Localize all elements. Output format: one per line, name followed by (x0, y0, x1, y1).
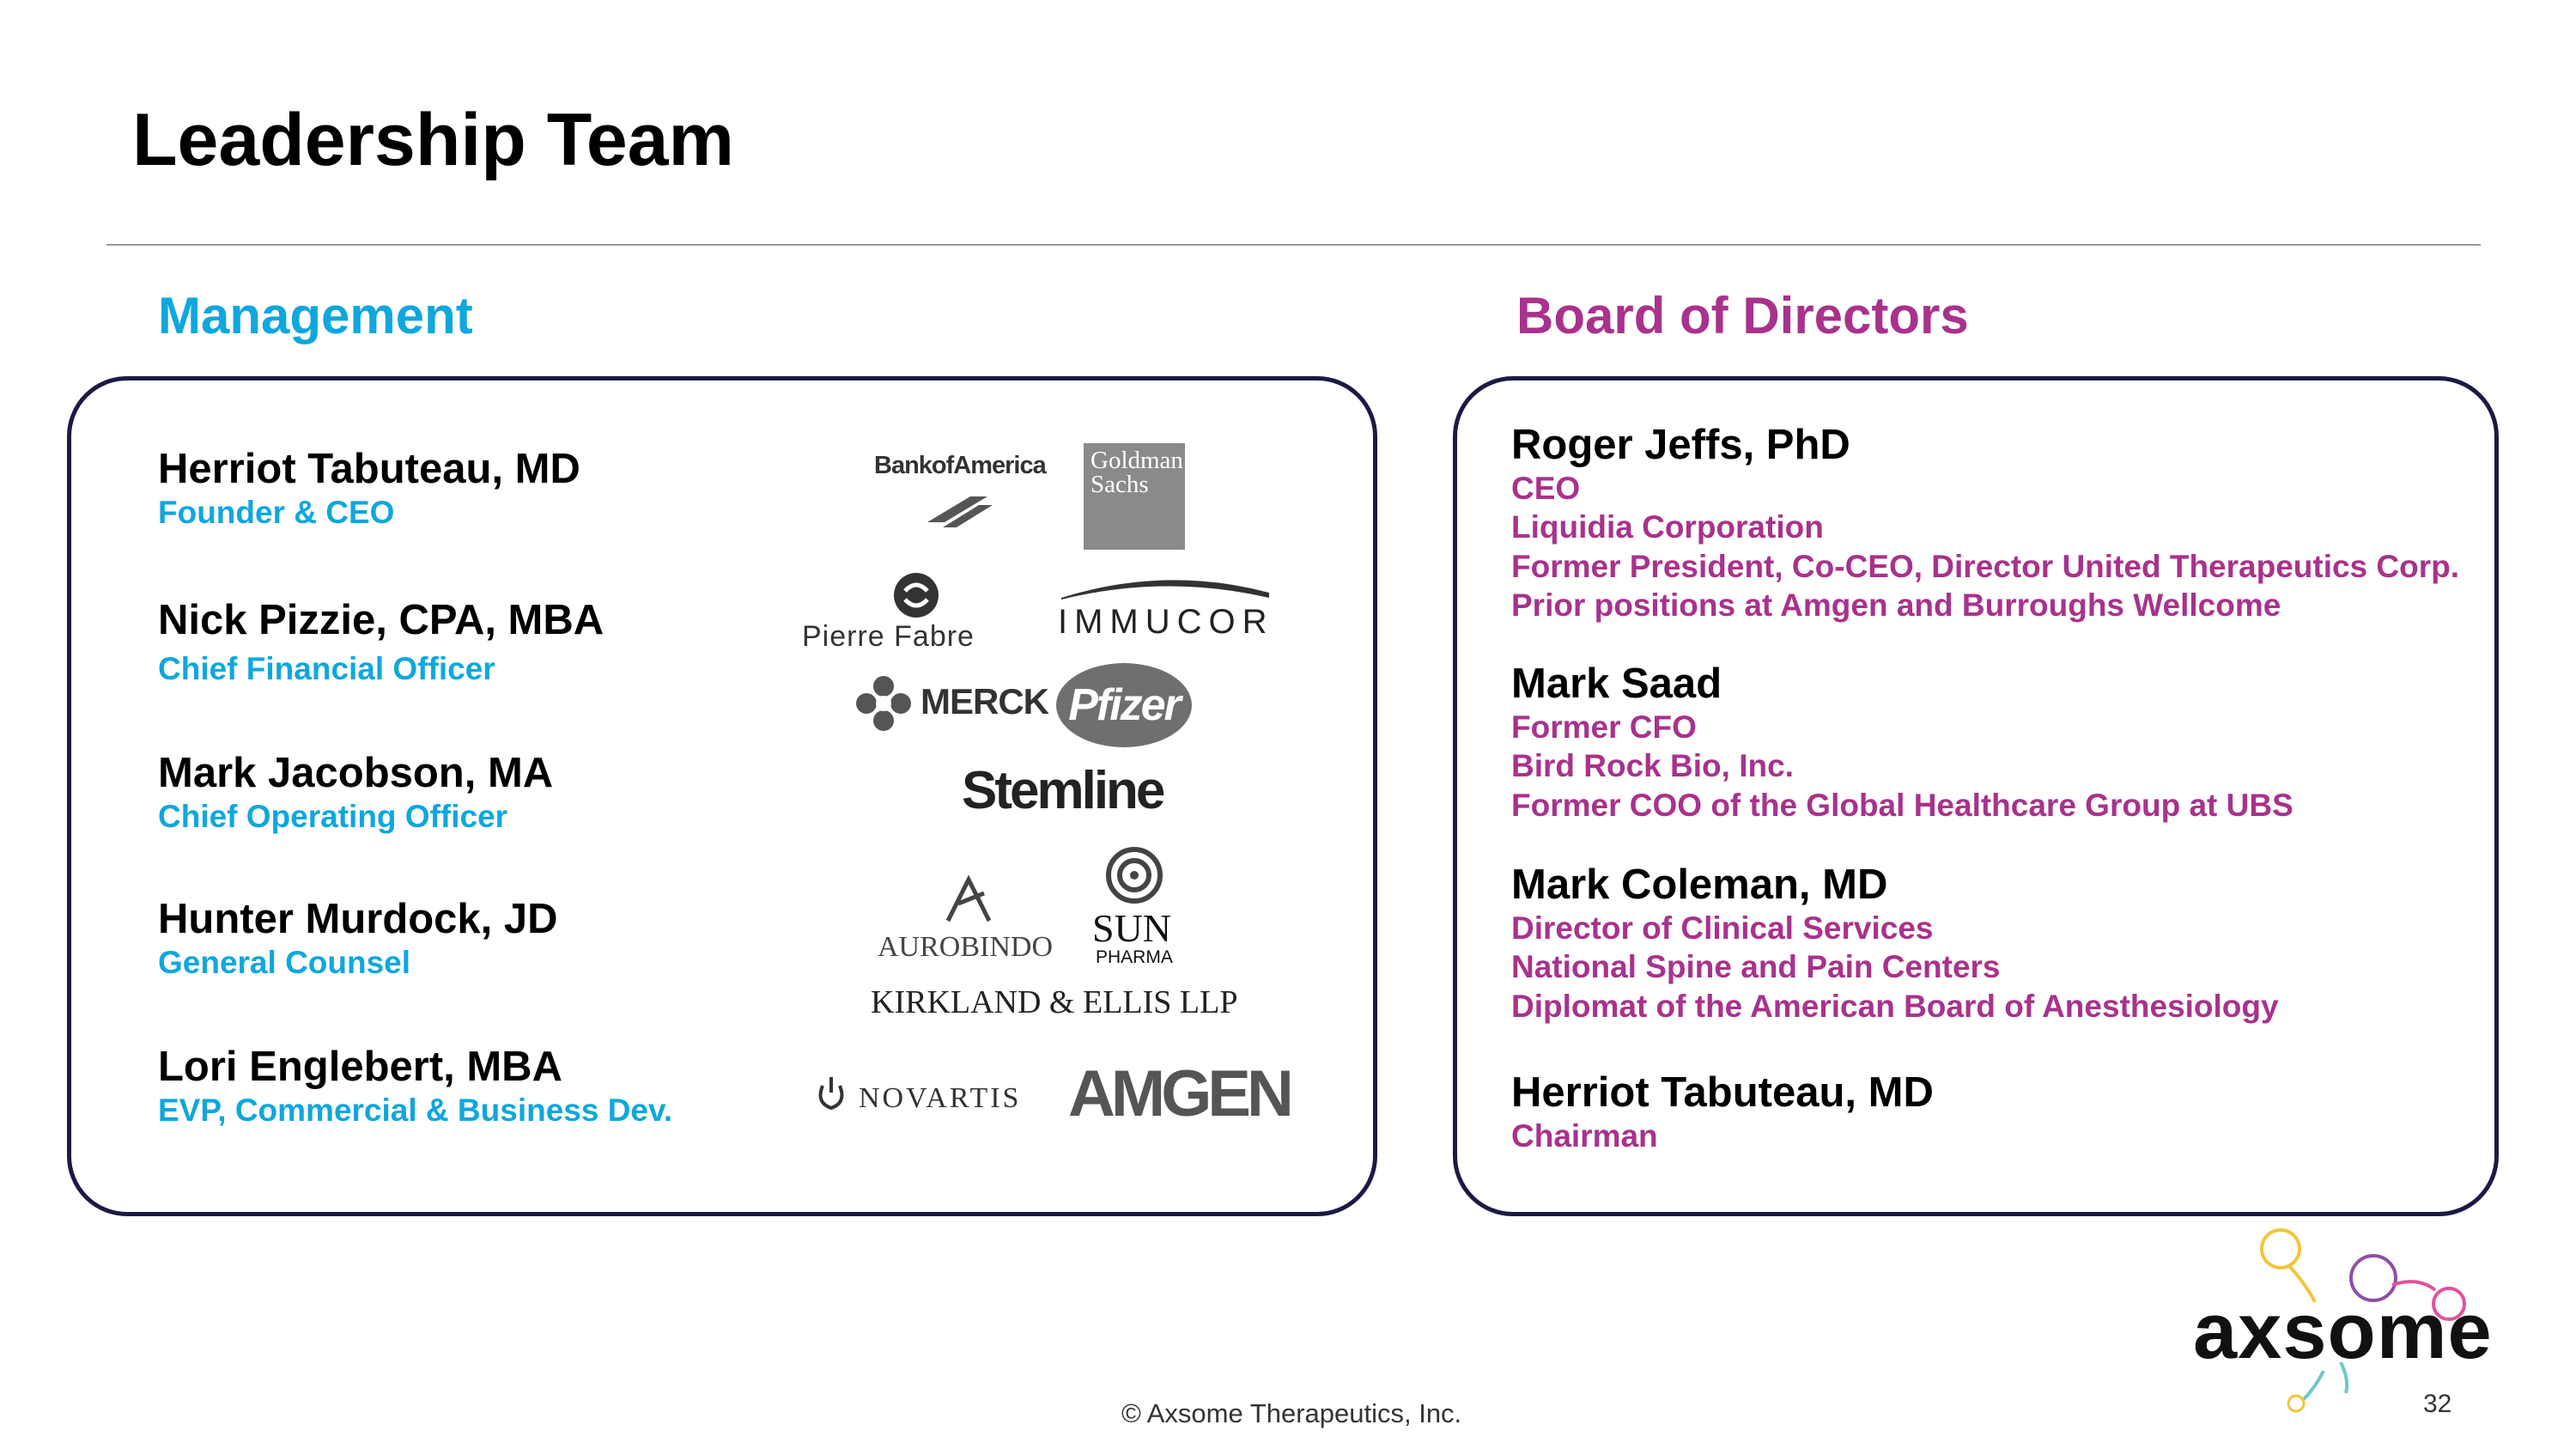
copyright-footer: © Axsome Therapeutics, Inc. (1121, 1398, 1462, 1428)
person-name: Nick Pizzie, CPA, MBA (158, 597, 605, 643)
person-name: Hunter Murdock, JD (158, 896, 558, 942)
board-member: Roger Jeffs, PhD CEO Liquidia Corporatio… (1511, 421, 2459, 624)
immucor-logo: IMMUCOR (1058, 603, 1274, 641)
person-detail: CEO (1511, 471, 1581, 507)
board-member: Herriot Tabuteau, MD Chairman (1511, 1068, 1934, 1155)
person-detail: Bird Rock Bio, Inc. (1511, 748, 1794, 784)
person-name: Roger Jeffs, PhD (1511, 422, 1850, 468)
merck-logo: MERCK (920, 681, 1049, 721)
stemline-logo: Stemline (962, 761, 1165, 820)
pfizer-logo: Pfizer (1056, 663, 1192, 747)
person-detail: Former President, Co-CEO, Director Unite… (1511, 548, 2460, 584)
novartis-flame-icon (818, 1077, 844, 1111)
person-detail: Diplomat of the American Board of Anesth… (1511, 988, 2279, 1024)
sun-pharma-logo: SUN (1092, 906, 1172, 950)
person-detail: Former COO of the Global Healthcare Grou… (1511, 787, 2293, 823)
logo-text: Sachs (1091, 471, 1149, 498)
kirkland-ellis-logo: KIRKLAND & ELLIS LLP (871, 984, 1238, 1020)
bank-of-america-flag-icon (927, 496, 993, 527)
person-role: Chief Financial Officer (158, 651, 495, 687)
bank-of-america-logo: BankofAmerica (874, 452, 1047, 479)
management-heading: Management (158, 287, 473, 344)
person-name: Lori Englebert, MBA (158, 1044, 562, 1090)
management-panel (67, 376, 1377, 1216)
title-divider (106, 244, 2481, 246)
management-person: Herriot Tabuteau, MD Founder & CEO (158, 445, 580, 532)
board-heading: Board of Directors (1516, 287, 1969, 344)
person-role: EVP, Commercial & Business Dev. (158, 1093, 673, 1129)
management-person: Mark Jacobson, MA Chief Operating Office… (158, 749, 553, 836)
board-panel (1453, 376, 2499, 1216)
person-name: Herriot Tabuteau, MD (1511, 1069, 1934, 1116)
pierre-fabre-logo: Pierre Fabre (802, 620, 975, 653)
goldman-sachs-logo: Goldman Sachs (1084, 443, 1185, 550)
person-detail: National Spine and Pain Centers (1511, 949, 2001, 985)
person-name: Herriot Tabuteau, MD (158, 446, 580, 492)
person-name: Mark Jacobson, MA (158, 750, 554, 796)
person-detail: Former CFO (1511, 709, 1697, 746)
board-member: Mark Saad Former CFO Bird Rock Bio, Inc.… (1511, 660, 2293, 825)
management-person: Nick Pizzie, CPA, MBA Chief Financial Of… (158, 596, 604, 688)
logo-text: Goldman (1091, 447, 1183, 474)
sun-pharma-sublabel: PHARMA (1096, 947, 1173, 967)
person-detail: Liquidia Corporation (1511, 509, 1824, 545)
person-detail: Chairman (1511, 1118, 1658, 1154)
board-member: Mark Coleman, MD Director of Clinical Se… (1511, 861, 2279, 1026)
novartis-logo: NOVARTIS (859, 1082, 1022, 1114)
aurobindo-logo: AUROBINDO (878, 931, 1053, 963)
amgen-logo: AMGEN (1068, 1057, 1294, 1130)
person-detail: Prior positions at Amgen and Burroughs W… (1511, 587, 2281, 623)
axsome-logo-text: axsome (2193, 1288, 2493, 1375)
page-number: 32 (2423, 1390, 2452, 1418)
sun-pharma-icon (1106, 847, 1163, 904)
management-person: Hunter Murdock, JD General Counsel (158, 895, 558, 982)
person-role: General Counsel (158, 945, 411, 981)
merck-icon (856, 676, 911, 731)
person-detail: Director of Clinical Services (1511, 910, 1934, 947)
immucor-swoosh-icon (1061, 580, 1269, 600)
person-name: Mark Saad (1511, 661, 1722, 707)
logo-text: Pfizer (1068, 680, 1182, 730)
axsome-molecule-icon (2260, 1228, 2466, 1413)
page-title: Leadership Team (132, 99, 734, 181)
person-name: Mark Coleman, MD (1511, 861, 1888, 908)
management-person: Lori Englebert, MBA EVP, Commercial & Bu… (158, 1043, 672, 1129)
pierre-fabre-icon (894, 573, 939, 618)
person-role: Founder & CEO (158, 495, 395, 531)
person-role: Chief Operating Officer (158, 799, 508, 835)
aurobindo-icon (945, 874, 992, 922)
